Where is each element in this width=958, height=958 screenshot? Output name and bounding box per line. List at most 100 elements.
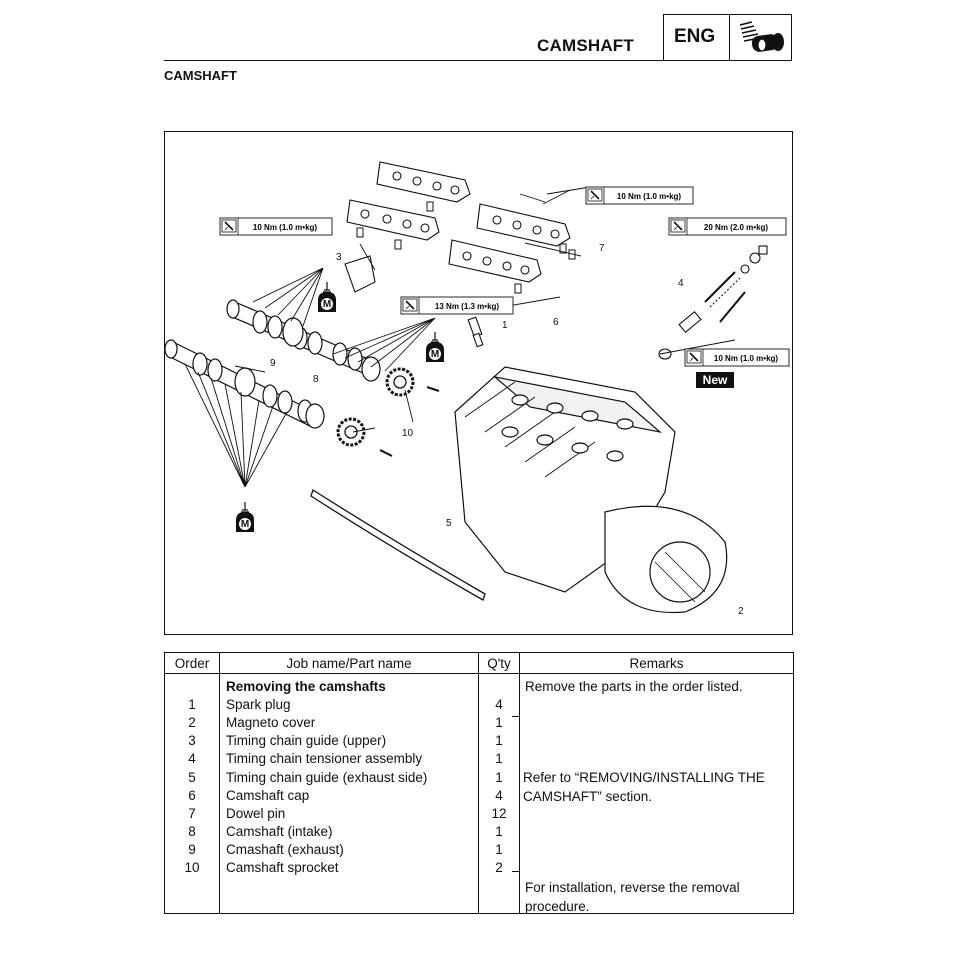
row-empty-cell — [478, 895, 520, 915]
header-rule — [164, 60, 663, 61]
torque-spec-4: 13 Nm (1.3 m•kg) — [400, 296, 514, 315]
callout-8: 8 — [313, 374, 319, 385]
oil-symbol-label: M — [241, 519, 249, 530]
callout-10: 10 — [402, 428, 414, 439]
engine-cylinder-head — [454, 366, 728, 614]
engine-piston-icon — [739, 21, 784, 52]
row-remarks — [519, 731, 794, 750]
row-empty-cell — [219, 895, 479, 915]
callout-9: 9 — [270, 358, 276, 369]
row-order: 9 — [164, 840, 220, 859]
row-order: 3 — [164, 731, 220, 750]
table-row: Removing the camshafts Remove the parts … — [164, 673, 794, 696]
header-part-name: Job name/Part name — [219, 652, 479, 674]
row-part-name: Camshaft cap — [219, 786, 479, 805]
row-order: 8 — [164, 822, 220, 841]
diagram-canvas: M M M 10 Nm (1.0 m•kg) 10 Nm (1.0 m•kg) … — [165, 161, 790, 617]
row-remarks — [519, 840, 794, 859]
callout-4: 4 — [678, 278, 684, 289]
row-part-name: Cmashaft (exhaust) — [219, 840, 479, 859]
torque-spec-text: 10 Nm (1.0 m•kg) — [714, 354, 778, 363]
part-callouts: 1 2 3 4 5 6 7 8 9 10 — [270, 243, 744, 617]
section-heading: CAMSHAFT — [164, 68, 237, 83]
torque-spec-text: 20 Nm (2.0 m•kg) — [704, 223, 768, 232]
row-order: 1 — [164, 695, 220, 714]
callout-6: 6 — [553, 317, 559, 328]
callout-2: 2 — [738, 606, 744, 617]
header-qty: Q'ty — [478, 652, 520, 674]
remarks-bracket — [512, 716, 520, 872]
header-order: Order — [164, 652, 220, 674]
callout-7: 7 — [599, 243, 605, 254]
final-remark: For installation, reverse the removal pr… — [525, 880, 740, 914]
row-empty-cell — [164, 895, 220, 915]
tensioner-assembly — [658, 245, 768, 360]
first-remark: Remove the parts in the order listed. — [519, 673, 794, 696]
row-part-name: Timing chain tensioner assembly — [219, 749, 479, 768]
row-qty: 4 — [478, 695, 520, 714]
row-remarks — [519, 858, 794, 878]
torque-spec-text: 10 Nm (1.0 m•kg) — [253, 223, 317, 232]
row-remarks — [519, 822, 794, 841]
section-badge-label: ENG — [674, 26, 716, 47]
row-empty-cell — [219, 877, 479, 896]
parts-table: Order Job name/Part name Q'ty Remarks Re… — [164, 652, 794, 915]
new-part-badge: New — [696, 372, 734, 388]
torque-spec-1: 10 Nm (1.0 m•kg) — [219, 217, 333, 236]
row-remarks — [519, 695, 794, 714]
camshaft-cap-assembly — [344, 161, 571, 293]
torque-spec-text: 10 Nm (1.0 m•kg) — [617, 192, 681, 201]
bracket-remark: Refer to “REMOVING/INSTALLING THE CAMSHA… — [523, 770, 765, 804]
table-row — [164, 877, 794, 896]
row-remarks — [519, 713, 794, 732]
row-empty-cell — [478, 877, 520, 896]
row-remarks — [519, 804, 794, 823]
row-part-name: Dowel pin — [219, 804, 479, 823]
torque-spec-3: 20 Nm (2.0 m•kg) — [668, 217, 787, 236]
torque-spec-2: 10 Nm (1.0 m•kg) — [585, 186, 694, 205]
row-order: 10 — [164, 858, 220, 878]
row-part-name: Spark plug — [219, 695, 479, 714]
row-empty-cell — [164, 877, 220, 896]
table-header-row: Order Job name/Part name Q'ty Remarks — [164, 652, 794, 674]
row-empty-cell — [519, 895, 794, 915]
row-empty-cell — [519, 877, 794, 896]
new-label: New — [703, 373, 728, 387]
section-badge: ENG — [663, 14, 792, 61]
row-order: 2 — [164, 713, 220, 732]
row-remarks — [519, 786, 794, 805]
spark-plug — [467, 316, 484, 348]
job-title: Removing the camshafts — [219, 673, 479, 696]
oil-symbol-label: M — [323, 299, 331, 310]
row-part-name: Magneto cover — [219, 713, 479, 732]
row-order: 6 — [164, 786, 220, 805]
oil-symbol-label: M — [431, 349, 439, 360]
page-title: CAMSHAFT — [537, 36, 634, 55]
row-order: 7 — [164, 804, 220, 823]
intake-camshaft — [226, 299, 381, 382]
callout-1: 1 — [502, 320, 508, 331]
row-order: 5 — [164, 767, 220, 787]
row-remarks — [519, 749, 794, 768]
exhaust-camshaft — [165, 339, 325, 429]
badge-divider — [729, 15, 730, 60]
row-part-name: Timing chain guide (upper) — [219, 731, 479, 750]
exploded-diagram: M M M 10 Nm (1.0 m•kg) 10 Nm (1.0 m•kg) … — [164, 131, 793, 635]
row-order: 4 — [164, 749, 220, 768]
leader-lines — [184, 186, 736, 488]
row-part-name: Camshaft (intake) — [219, 822, 479, 841]
camshaft-sprockets — [336, 367, 440, 457]
table-row — [164, 895, 794, 915]
callout-5: 5 — [446, 518, 452, 529]
row-remarks — [519, 767, 794, 787]
callout-3: 3 — [336, 252, 342, 263]
